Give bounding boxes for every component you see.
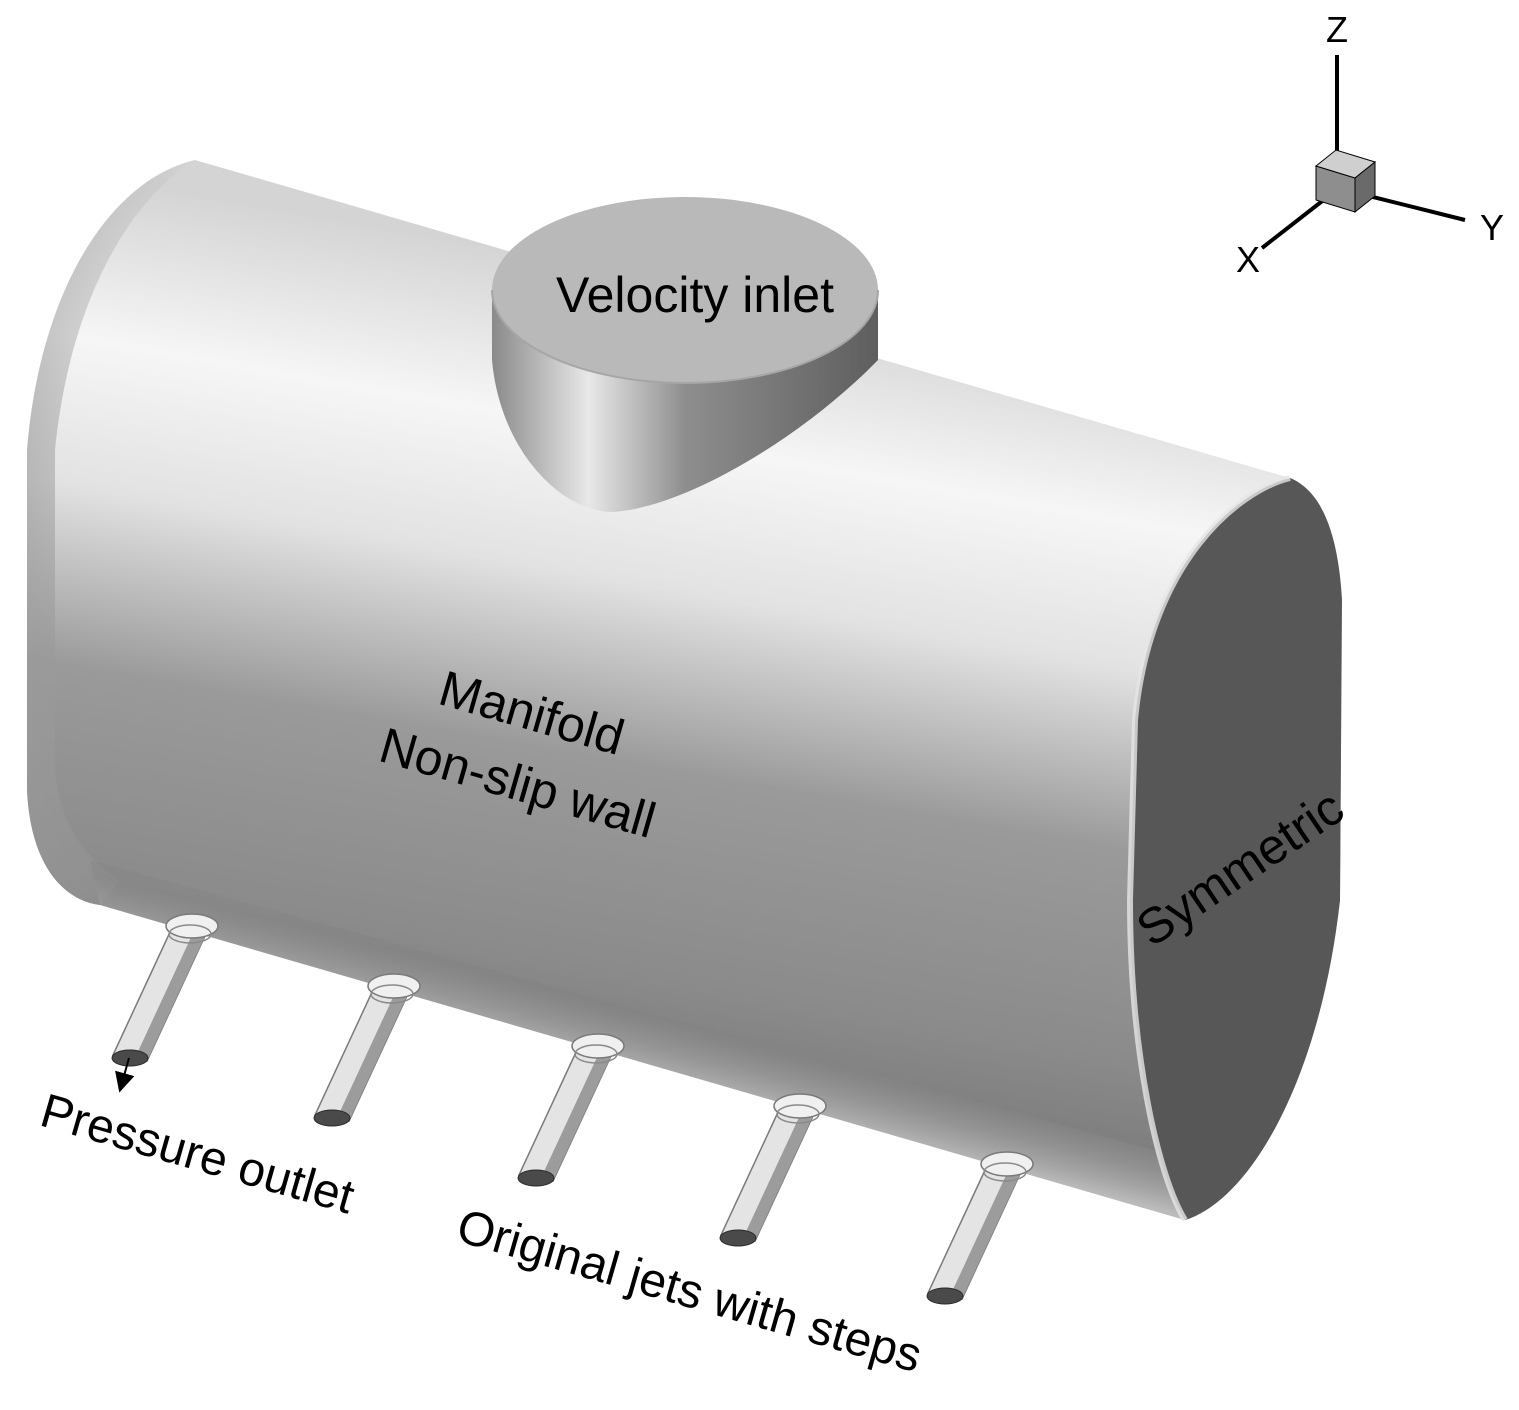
axis-triad: Z Y X xyxy=(1236,9,1504,280)
jet-step-collar xyxy=(773,1093,827,1119)
jet-step-ring xyxy=(370,984,414,1004)
inlet-top-highlight xyxy=(491,289,879,384)
jet-outlet-face xyxy=(517,1169,555,1187)
manifold-body xyxy=(27,160,1342,1222)
jet-tube-shade xyxy=(337,993,407,1121)
jet-step-collar xyxy=(367,973,421,999)
x-axis-line xyxy=(1260,193,1332,250)
z-axis-label: Z xyxy=(1326,9,1348,50)
symmetric-end-face xyxy=(1130,478,1342,1220)
velocity-inlet-pipe xyxy=(491,197,879,512)
jet-step-collar xyxy=(980,1151,1034,1177)
original-jets-label: Original jets with steps xyxy=(451,1200,927,1383)
jet-tube-shade xyxy=(541,1053,611,1181)
pressure-outlet-arrow xyxy=(115,1057,135,1093)
jet-outlet-face xyxy=(719,1229,757,1247)
jet-tube-shade xyxy=(135,933,205,1061)
end-face-rim xyxy=(1126,475,1291,1222)
orientation-cube xyxy=(1314,149,1377,214)
jet-5 xyxy=(926,1151,1034,1305)
jet-outlet-face xyxy=(111,1049,149,1067)
jet-tube-shade xyxy=(950,1171,1020,1299)
jets-group xyxy=(111,913,1034,1305)
x-axis-label: X xyxy=(1236,239,1260,280)
manifold-left-edge-shade xyxy=(27,160,195,905)
jet-outlet-face xyxy=(313,1109,351,1127)
jet-1 xyxy=(111,913,219,1067)
inlet-top-face xyxy=(492,197,878,383)
velocity-inlet-label: Velocity inlet xyxy=(556,267,834,323)
jet-step-ring xyxy=(983,1162,1027,1182)
jet-2 xyxy=(313,973,421,1127)
jet-outlet-face xyxy=(926,1287,964,1305)
jet-3 xyxy=(517,1033,625,1187)
manifold-bottom-shade xyxy=(90,860,1190,1220)
jet-step-ring xyxy=(168,924,212,944)
jet-step-collar xyxy=(165,913,219,939)
jet-step-collar xyxy=(571,1033,625,1059)
y-axis-label: Y xyxy=(1480,207,1504,248)
jet-tube-shade xyxy=(743,1113,813,1241)
pressure-outlet-label: Pressure outlet xyxy=(35,1084,360,1224)
jet-step-ring xyxy=(776,1104,820,1124)
jet-4 xyxy=(719,1093,827,1247)
jet-step-ring xyxy=(574,1044,618,1064)
